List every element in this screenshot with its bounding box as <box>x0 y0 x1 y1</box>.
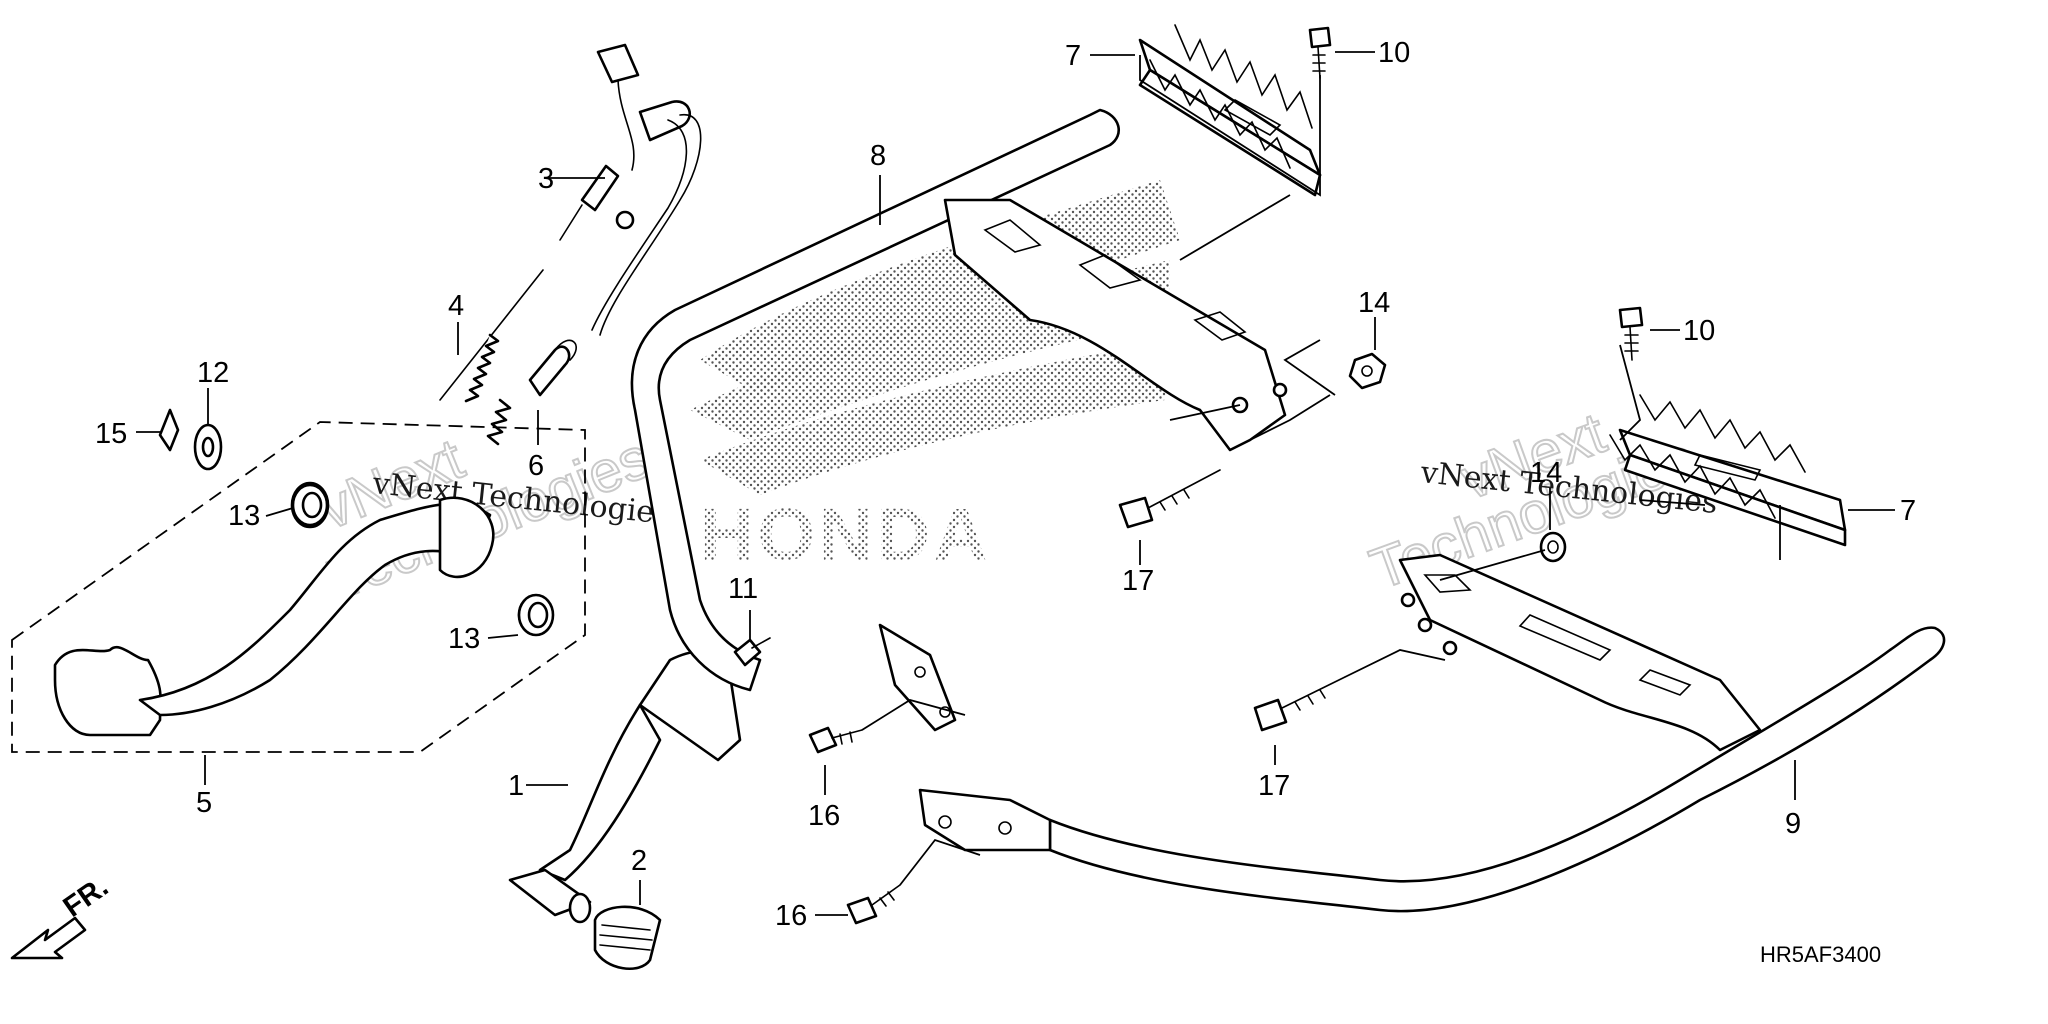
callout-12: 12 <box>197 357 229 389</box>
part-16-bolt-top <box>808 726 863 754</box>
part-8-step-bar <box>630 108 1288 732</box>
part-10-bolt-bottom <box>1618 306 1644 361</box>
callout-16-bottom: 16 <box>775 900 807 932</box>
part-2-pedal-rubber <box>593 905 662 970</box>
part-4-spring <box>439 269 544 403</box>
callout-2: 2 <box>631 845 647 877</box>
callout-4: 4 <box>448 290 464 322</box>
part-3-brake-switch <box>559 43 702 336</box>
part-13-bushing-bottom <box>517 593 555 637</box>
watermark: vNext Technologies vNext Technologies vN… <box>310 399 1720 613</box>
callout-9: 9 <box>1785 808 1801 840</box>
part-6-spring <box>486 339 577 446</box>
callout-14-bottom: 14 <box>1530 457 1562 489</box>
callout-17-bottom: 17 <box>1258 770 1290 802</box>
callout-3: 3 <box>538 163 554 195</box>
part-11-bolt <box>733 637 771 667</box>
callout-1: 1 <box>508 770 524 802</box>
part-17-bolt-bottom <box>1253 676 1346 732</box>
part-15-pin <box>158 408 180 452</box>
callout-5: 5 <box>196 787 212 819</box>
part-13-bushing-top <box>291 483 329 527</box>
callout-8: 8 <box>870 140 886 172</box>
part-7-footrest-top <box>1138 24 1322 197</box>
callout-13-bottom: 13 <box>448 623 480 655</box>
front-direction-arrow: FR. <box>10 871 115 960</box>
callout-10-bottom: 10 <box>1683 315 1715 347</box>
callout-7-top: 7 <box>1065 40 1081 72</box>
part-17-bolt-top <box>1118 469 1221 529</box>
part-14-nut-bottom <box>1539 531 1567 563</box>
part-12-washer <box>193 423 223 471</box>
part-7-footrest-bottom <box>1609 394 1847 547</box>
diagram-code: HR5AF3400 <box>1760 942 1881 967</box>
honda-wing-logo: HONDA <box>690 180 1180 576</box>
part-5-pedal-assembly <box>11 421 586 753</box>
direction-label: FR. <box>58 871 115 924</box>
callout-17-top: 17 <box>1122 565 1154 597</box>
callout-7-bottom: 7 <box>1900 495 1916 527</box>
callout-13-top: 13 <box>228 500 260 532</box>
callout-6: 6 <box>528 450 544 482</box>
logo-text: HONDA <box>700 493 991 576</box>
callout-16-top: 16 <box>808 800 840 832</box>
part-16-bolt-bottom <box>846 884 901 925</box>
part-9-step-bar <box>918 553 1946 913</box>
callout-14-top: 14 <box>1358 287 1390 319</box>
callouts: 7 10 8 3 4 12 15 6 13 13 5 11 1 2 16 16 … <box>95 37 1916 932</box>
callout-10-top: 10 <box>1378 37 1410 69</box>
part-10-bolt-top <box>1308 26 1332 79</box>
callout-15: 15 <box>95 418 127 450</box>
part-1-brake-pedal <box>508 650 742 924</box>
callout-11: 11 <box>728 573 758 605</box>
leader-lines <box>136 51 1895 916</box>
part-14-nut-top <box>1348 352 1387 390</box>
